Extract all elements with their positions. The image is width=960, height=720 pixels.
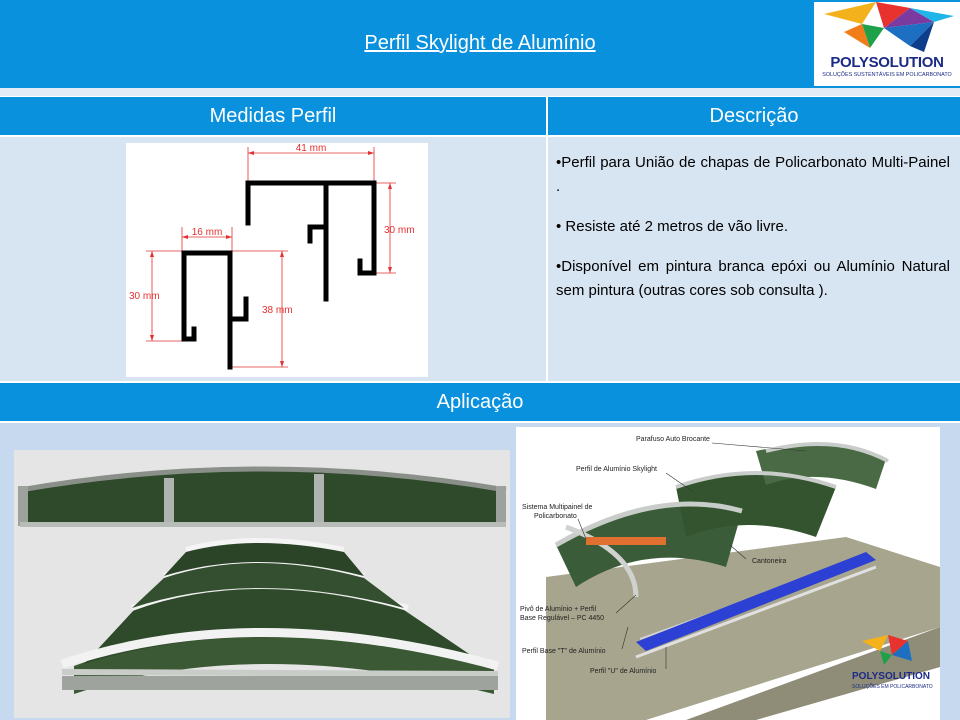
small-logo-tagline: SOLUÇÕES EM POLICARBONATO [852,683,933,690]
label-angle: Cantoneira [752,558,786,565]
description-item: • Resiste até 2 metros de vão livre. [556,218,789,235]
measures-cell: 41 mm 16 mm 30 mm 30 mm 38 mm [0,137,546,381]
skylight-render-image [14,450,510,718]
label-multipanel-2: Policarbonato [534,513,577,520]
label-pivot: Pivô de Alumínio + Perfil [520,606,597,613]
dim-left-width: 16 mm [192,227,223,238]
logo-tagline: SOLUÇÕES SUSTENTÁVEIS EM POLICARBONATO [822,72,952,78]
description-item: •Perfil para União de chapas de Policarb… [556,154,950,195]
label-skylight-profile: Perfil de Alumínio Skylight [576,466,657,473]
description-item: •Disponível em pintura branca epóxi ou A… [556,258,950,299]
label-pivot-2: Base Regulável – PC 4450 [520,615,604,622]
description-list: •Perfil para União de chapas de Policarb… [556,151,950,319]
logo-name: POLYSOLUTION [830,54,944,71]
label-screw: Parafuso Auto Brocante [636,436,710,443]
column-header-measures: Medidas Perfil [0,97,546,135]
label-t-profile: Perfil Base "T" de Alumínio [522,648,606,655]
label-multipanel: Sistema Multipainel de [522,504,593,511]
polysolution-logo: POLYSOLUTION SOLUÇÕES SUSTENTÁVEIS EM PO… [814,2,960,86]
dim-left-height: 30 mm [129,291,160,302]
assembly-diagram-image: Parafuso Auto Brocante Perfil de Alumíni… [516,427,940,720]
small-logo-name: POLYSOLUTION [852,671,930,682]
application-body: Parafuso Auto Brocante Perfil de Alumíni… [0,423,960,720]
page-title: Perfil Skylight de Alumínio [364,32,596,54]
dim-center-height: 38 mm [262,305,293,316]
label-u-profile: Perfil "U" de Alumínio [590,668,657,675]
profile-drawing: 41 mm 16 mm 30 mm 30 mm 38 mm [126,143,428,377]
application-header: Aplicação [0,383,960,421]
column-header-description: Descrição [548,97,960,135]
title-bar: Perfil Skylight de Alumínio POLYSOLUTION… [0,0,960,88]
dim-top-width: 41 mm [296,143,327,154]
separator-strip [0,88,960,96]
logo-star-icon [824,2,954,52]
description-cell: •Perfil para União de chapas de Policarb… [548,137,960,381]
dim-right-height: 30 mm [384,225,415,236]
